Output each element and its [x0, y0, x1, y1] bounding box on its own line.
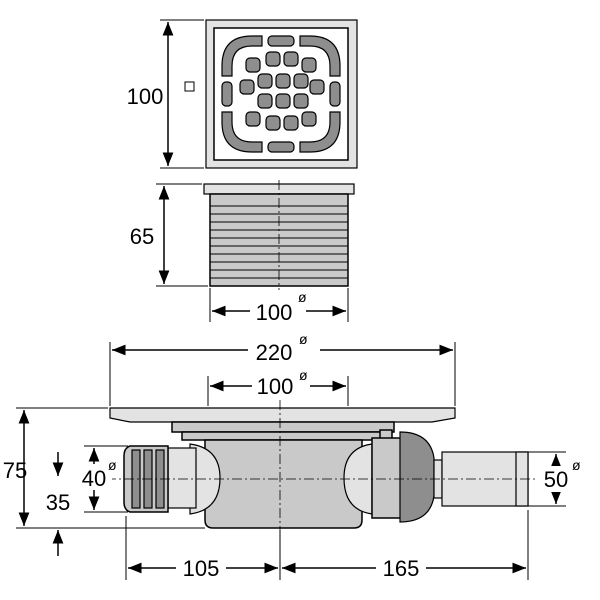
outlet-diameter-label: 50	[544, 467, 568, 492]
grate-size-label: 100	[127, 84, 164, 109]
body-height-label: 65	[130, 224, 154, 249]
right-length-label: 165	[383, 556, 420, 581]
body-diameter-label: 100	[256, 300, 293, 325]
diameter-symbol-icon: ø	[572, 457, 581, 473]
left-length-label: 105	[183, 556, 220, 581]
total-height-label: 75	[3, 458, 27, 483]
diameter-symbol-icon: ø	[299, 331, 308, 347]
flange-diameter-label: 220	[256, 340, 293, 365]
grate-slot-pattern	[221, 35, 341, 153]
square-symbol-icon	[184, 81, 195, 92]
diameter-symbol-icon: ø	[299, 367, 308, 383]
outlet-height-label: 35	[46, 490, 70, 515]
grate-top-view: 100	[127, 19, 358, 169]
body-side-view: 65 100 ø	[130, 180, 355, 325]
drain-assembly-view: 220 ø 100 ø 75 35 40 ø 50 ø	[3, 331, 581, 581]
top-diameter-label: 100	[257, 374, 294, 399]
diameter-symbol-icon: ø	[108, 457, 117, 473]
inlet-diameter-label: 40	[82, 466, 106, 491]
right-outlet-coupling	[371, 431, 529, 523]
diameter-symbol-icon: ø	[298, 289, 307, 305]
